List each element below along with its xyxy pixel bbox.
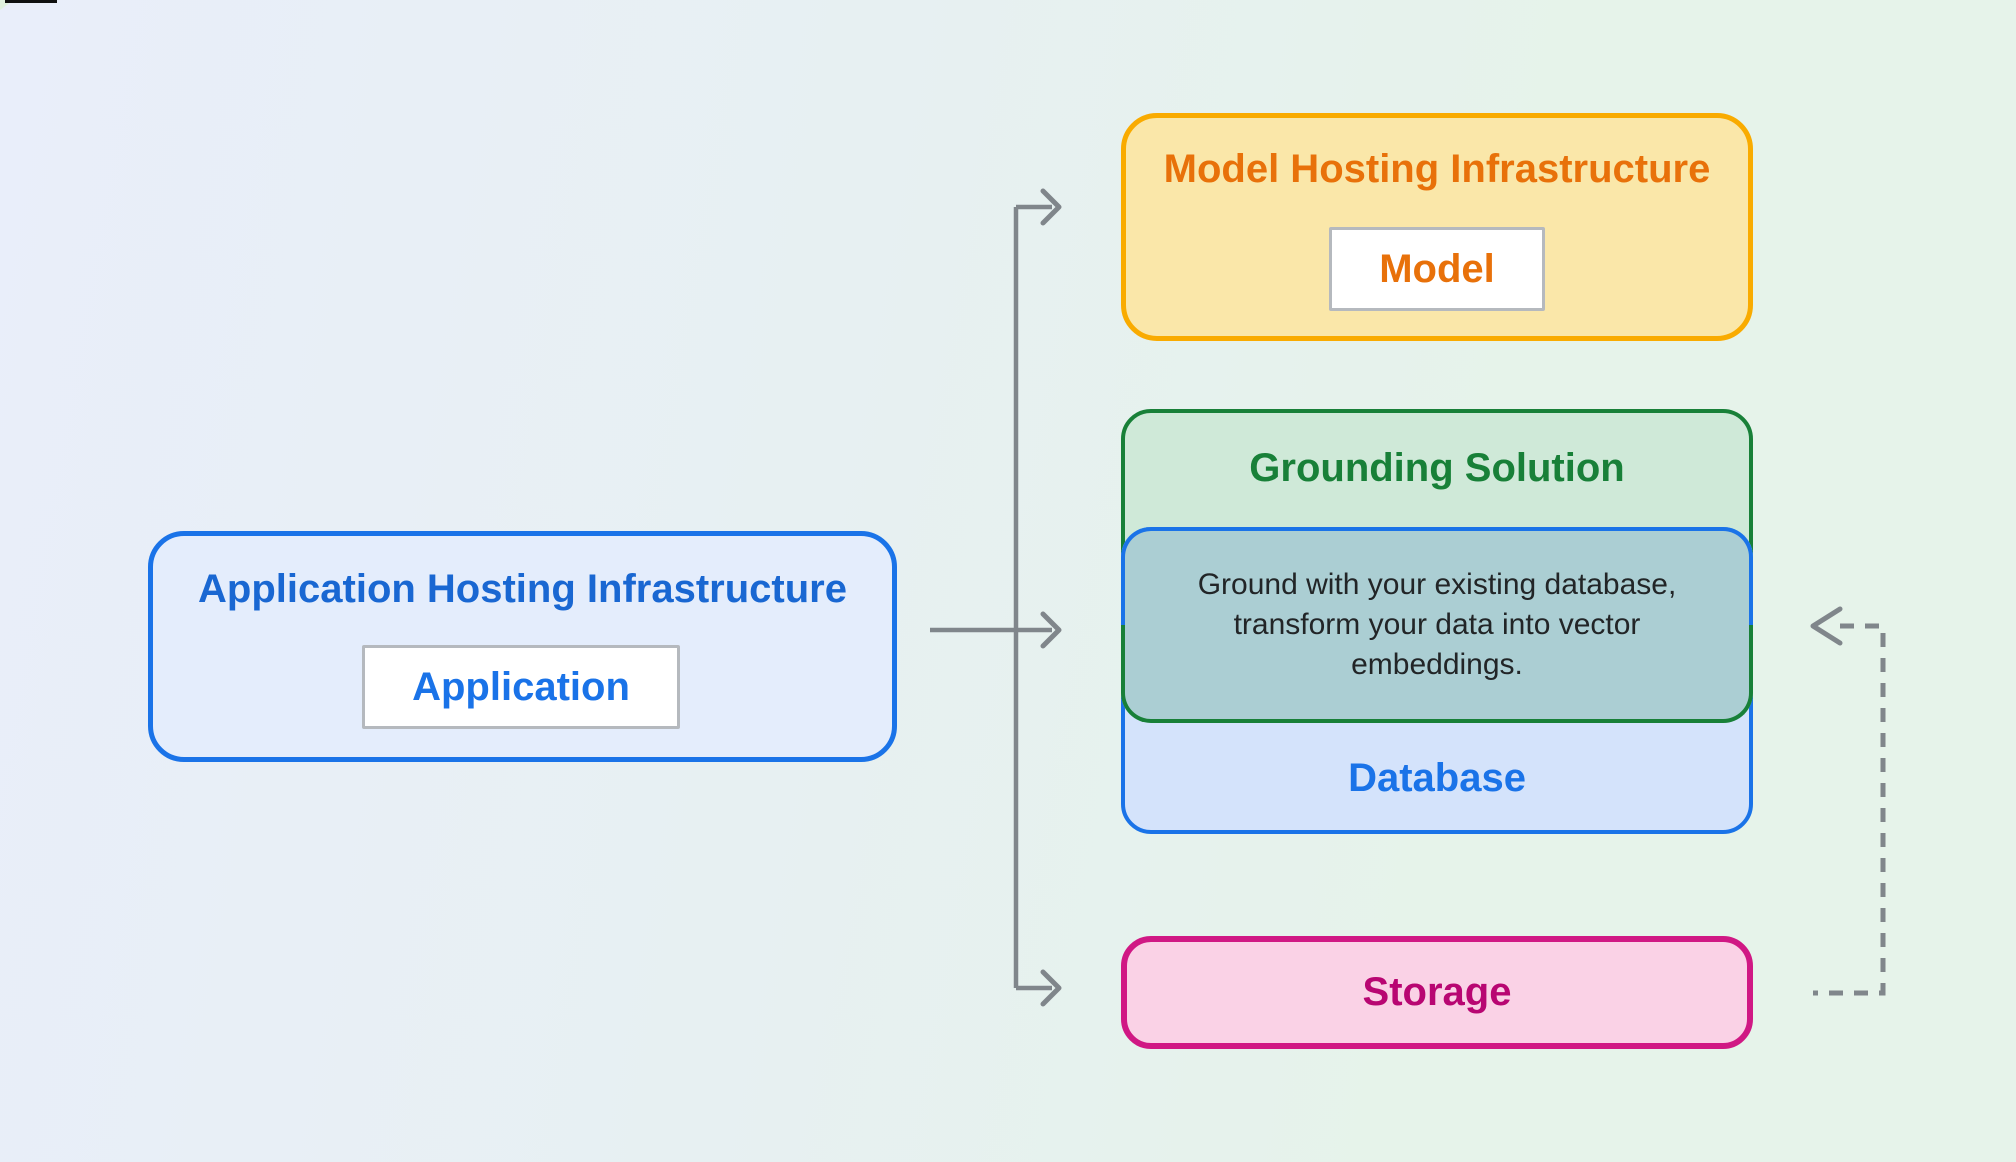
arrow-to-model-head-icon xyxy=(1040,188,1062,226)
corner-wedge xyxy=(0,0,14,10)
application-hosting-title: Application Hosting Infrastructure xyxy=(198,567,847,611)
application-chip: Application xyxy=(362,645,680,729)
application-hosting-box: Application Hosting Infrastructure Appli… xyxy=(148,531,897,762)
database-label: Database xyxy=(1348,756,1526,800)
grounding-database-overlap-box: Ground with your existing database, tran… xyxy=(1121,527,1753,723)
model-hosting-title: Model Hosting Infrastructure xyxy=(1163,147,1711,191)
model-chip: Model xyxy=(1329,227,1545,311)
arrow-to-storage-head-icon xyxy=(1040,969,1062,1007)
storage-label: Storage xyxy=(1362,970,1512,1014)
grounding-solution-title: Grounding Solution xyxy=(1249,446,1625,490)
model-chip-label: Model xyxy=(1379,246,1495,291)
application-chip-label: Application xyxy=(412,664,630,709)
dashed-feedback-line xyxy=(1813,623,1886,996)
grounding-description: Ground with your existing database, tran… xyxy=(1197,568,1677,681)
screen-corner-artifact xyxy=(0,0,60,12)
storage-box: Storage xyxy=(1121,936,1753,1049)
model-hosting-box: Model Hosting Infrastructure Model xyxy=(1121,113,1753,341)
corner-bar xyxy=(5,0,57,3)
arrow-to-grounding-head-icon xyxy=(1040,611,1062,649)
dashed-feedback-head-icon xyxy=(1810,606,1843,646)
